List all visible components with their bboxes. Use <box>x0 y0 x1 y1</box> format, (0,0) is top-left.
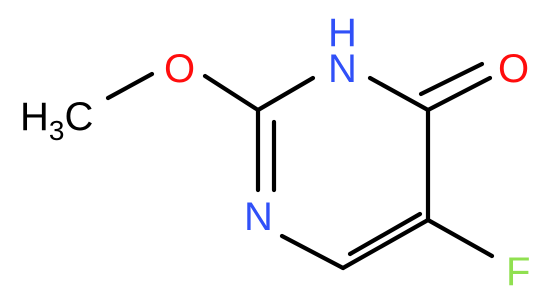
fluorine-label: F <box>506 250 530 294</box>
bond-c4-carbonyl-b <box>418 61 485 97</box>
bond-c5-fluorine <box>425 217 495 259</box>
ring-nitrogen-label: N <box>244 195 273 239</box>
nh-hydrogen-label: H <box>328 11 357 55</box>
bond-oxygen-c2 <box>202 73 261 113</box>
ether-oxygen-label: O <box>164 47 195 91</box>
carbonyl-oxygen-label: O <box>498 47 529 91</box>
bond-c6-c5-b <box>347 211 423 257</box>
bond-c2-n3 <box>255 75 316 113</box>
bond-c6-c5-a <box>340 217 431 271</box>
methyl-group-label: H3C <box>20 95 93 146</box>
bonds <box>105 61 495 271</box>
bond-n1-c6 <box>279 233 346 271</box>
bond-methyl-oxygen <box>105 71 155 101</box>
nh-nitrogen-label: N <box>328 47 357 91</box>
bond-n3-c4 <box>367 75 431 113</box>
bond-c4-carbonyl-a <box>425 75 493 113</box>
atom-labels: H3C O N H O N F <box>20 11 530 294</box>
